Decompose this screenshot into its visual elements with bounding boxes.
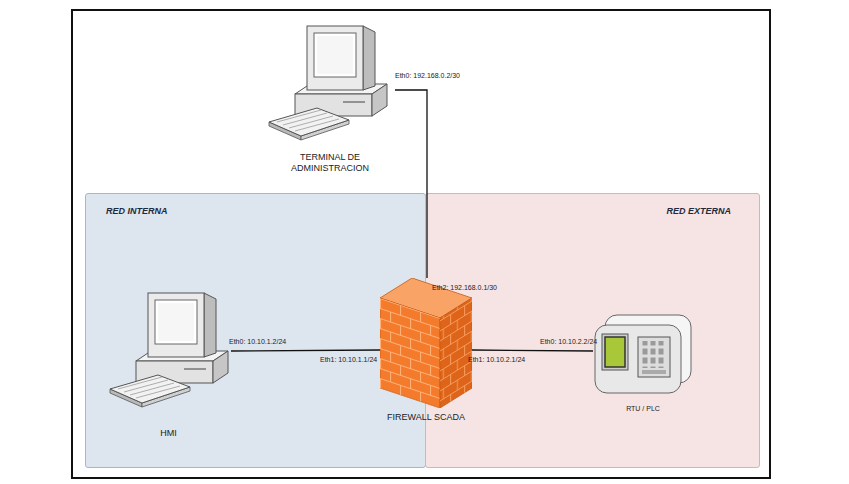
network-link <box>395 90 427 278</box>
device-label: FIREWALL SCADA <box>350 412 502 423</box>
network-zone: RED EXTERNA RTU / PLC <box>425 193 760 468</box>
device-icon <box>380 278 472 408</box>
device-label: RTU / PLC <box>593 405 693 414</box>
device-icon <box>265 22 390 147</box>
frame-border <box>72 10 770 478</box>
device-icon-shape <box>380 278 472 408</box>
interface-address: Eth0: 10.10.1.2/24 <box>229 338 286 345</box>
device-icon-shape <box>110 293 228 407</box>
firewall: FIREWALL SCADA <box>380 278 472 428</box>
hmi-workstation: HMI <box>106 289 231 444</box>
network-link <box>472 350 593 351</box>
admin-terminal: TERMINAL DE ADMINISTRACION <box>265 22 395 182</box>
network-link <box>231 350 380 351</box>
zone-title: RED EXTERNA <box>426 206 731 217</box>
device-icon <box>106 289 231 414</box>
device-label: HMI <box>106 428 231 439</box>
rtu-plc-device: RTU / PLC <box>593 311 693 421</box>
device-icon-shape <box>269 26 387 140</box>
interface-address: Eth1: 10.10.2.1/24 <box>468 356 525 363</box>
device-label: TERMINAL DE ADMINISTRACION <box>265 152 395 175</box>
network-zone: RED INTERNA HMI <box>85 193 426 468</box>
device-icon-shape <box>595 315 691 393</box>
zone-title: RED INTERNA <box>106 206 306 217</box>
interface-address: Eth1: 10.10.1.1/24 <box>320 356 377 363</box>
interface-address: Eth2: 192.168.0.1/30 <box>432 284 497 291</box>
interface-address: Eth0: 192.168.0.2/30 <box>395 72 460 79</box>
interface-address: Eth0: 10.10.2.2/24 <box>540 338 597 345</box>
device-icon <box>593 311 693 396</box>
